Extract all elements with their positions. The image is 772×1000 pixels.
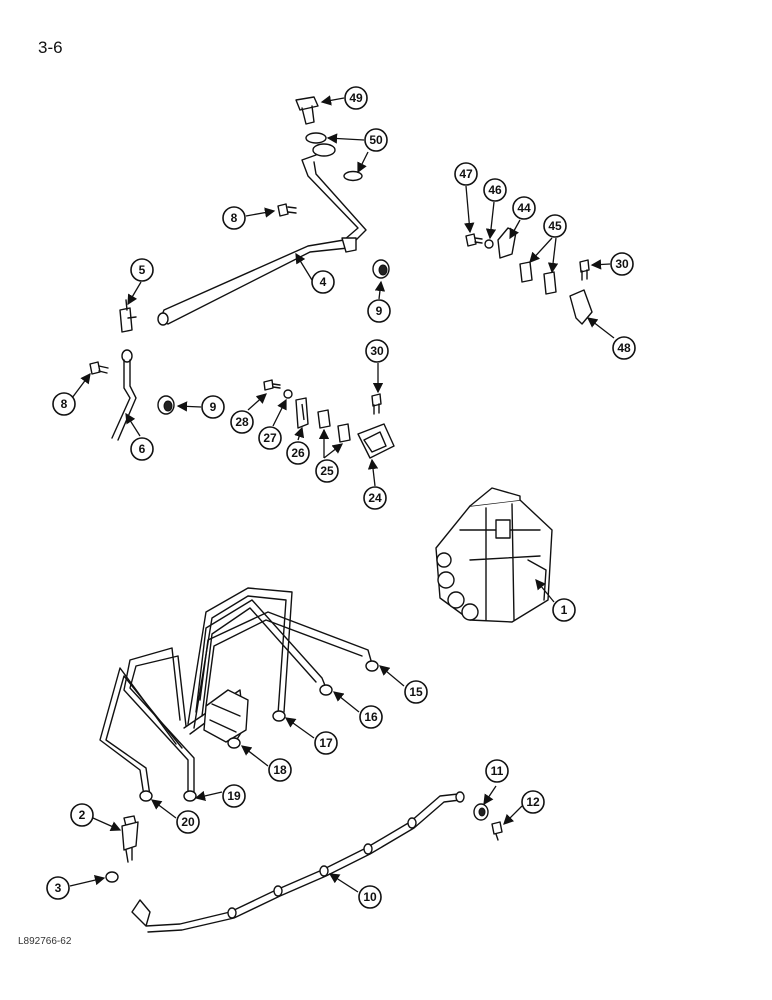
washer-50-upper — [305, 132, 327, 144]
svg-text:18: 18 — [273, 763, 287, 777]
callout-26: 26 — [286, 441, 310, 465]
callout-46: 46 — [483, 178, 507, 202]
callout-10: 10 — [358, 885, 382, 909]
washer-46-part — [484, 239, 494, 249]
bracket-24-part — [357, 423, 395, 459]
callout-30-middle: 30 — [365, 339, 389, 363]
callout-47: 47 — [454, 162, 478, 186]
callout-30-right: 30 — [610, 252, 634, 276]
svg-text:48: 48 — [617, 341, 631, 355]
svg-text:2: 2 — [79, 808, 86, 822]
injection-pump-1-part — [435, 487, 553, 623]
callout-19: 19 — [222, 784, 246, 808]
figure-reference-code: L892766-62 — [18, 936, 72, 947]
svg-text:46: 46 — [488, 183, 502, 197]
svg-text:15: 15 — [409, 685, 423, 699]
callout-15: 15 — [404, 680, 428, 704]
page-number: 3-6 — [38, 38, 63, 57]
leak-off-pipe-6 — [111, 349, 137, 441]
callout-45: 45 — [543, 214, 567, 238]
svg-text:45: 45 — [548, 219, 562, 233]
washer-27-part — [283, 389, 293, 399]
callout-9-upper: 9 — [367, 299, 391, 323]
svg-text:12: 12 — [526, 795, 540, 809]
svg-text:49: 49 — [349, 91, 363, 105]
washer-3-part — [105, 871, 119, 883]
callout-20: 20 — [176, 810, 200, 834]
svg-text:9: 9 — [376, 304, 383, 318]
svg-text:3: 3 — [55, 881, 62, 895]
callout-28: 28 — [230, 410, 254, 434]
callout-4: 4 — [311, 270, 335, 294]
callout-1: 1 — [552, 598, 576, 622]
svg-text:50: 50 — [369, 133, 383, 147]
bolt-12-part — [491, 821, 503, 841]
svg-text:8: 8 — [231, 211, 238, 225]
callout-3: 3 — [46, 876, 70, 900]
svg-text:47: 47 — [459, 167, 473, 181]
bolt-30-middle-part — [371, 393, 382, 415]
svg-text:5: 5 — [139, 263, 146, 277]
callout-49: 49 — [344, 86, 368, 110]
callout-2: 2 — [70, 803, 94, 827]
svg-text:20: 20 — [181, 815, 195, 829]
clamp-26-part — [295, 397, 309, 429]
bolt-49-part — [295, 96, 319, 125]
callout-48: 48 — [612, 336, 636, 360]
callout-6: 6 — [130, 437, 154, 461]
insert-45-right — [543, 271, 557, 295]
svg-text:28: 28 — [235, 415, 249, 429]
svg-text:17: 17 — [319, 736, 333, 750]
washer-11-part — [473, 803, 489, 821]
bolt-8-upper-part — [277, 203, 297, 217]
callout-16: 16 — [359, 705, 383, 729]
callout-27: 27 — [258, 426, 282, 450]
svg-text:8: 8 — [61, 397, 68, 411]
svg-text:9: 9 — [210, 400, 217, 414]
callout-5: 5 — [130, 258, 154, 282]
insert-25-upper — [317, 409, 331, 429]
bolt-28-part — [263, 379, 281, 391]
fitting-5-part — [119, 299, 137, 333]
svg-text:19: 19 — [227, 789, 241, 803]
svg-text:44: 44 — [517, 201, 531, 215]
svg-text:30: 30 — [615, 257, 629, 271]
svg-text:25: 25 — [320, 464, 334, 478]
callout-8-upper: 8 — [222, 206, 246, 230]
svg-text:10: 10 — [363, 890, 377, 904]
grommet-9-upper-part — [372, 259, 390, 279]
callout-18: 18 — [268, 758, 292, 782]
bolt-8-lower-part — [89, 361, 109, 375]
svg-text:26: 26 — [291, 446, 305, 460]
washer-50-lower — [343, 170, 363, 182]
callout-44: 44 — [512, 196, 536, 220]
bolt-47-part — [465, 233, 483, 247]
bolt-30-right-part — [579, 259, 590, 281]
insert-45-left — [519, 261, 533, 283]
callout-12: 12 — [521, 790, 545, 814]
callout-9-lower: 9 — [201, 395, 225, 419]
injector-2-part — [121, 815, 139, 863]
callout-50: 50 — [364, 128, 388, 152]
svg-text:16: 16 — [364, 710, 378, 724]
callout-11: 11 — [485, 759, 509, 783]
callout-24: 24 — [363, 486, 387, 510]
svg-text:30: 30 — [370, 344, 384, 358]
leader-lines — [69, 95, 615, 893]
svg-text:27: 27 — [263, 431, 277, 445]
callout-8-lower: 8 — [52, 392, 76, 416]
svg-text:11: 11 — [491, 764, 504, 778]
svg-text:24: 24 — [368, 491, 382, 505]
injection-lines — [99, 587, 379, 802]
insert-25-lower — [337, 423, 351, 443]
svg-text:6: 6 — [139, 442, 146, 456]
grommet-9-lower-part — [157, 395, 175, 415]
callout-25: 25 — [315, 459, 339, 483]
return-pipe-4 — [157, 143, 367, 326]
svg-text:1: 1 — [561, 603, 568, 617]
leak-off-pipe-10 — [131, 791, 465, 933]
callout-17: 17 — [314, 731, 338, 755]
svg-text:4: 4 — [320, 275, 327, 289]
